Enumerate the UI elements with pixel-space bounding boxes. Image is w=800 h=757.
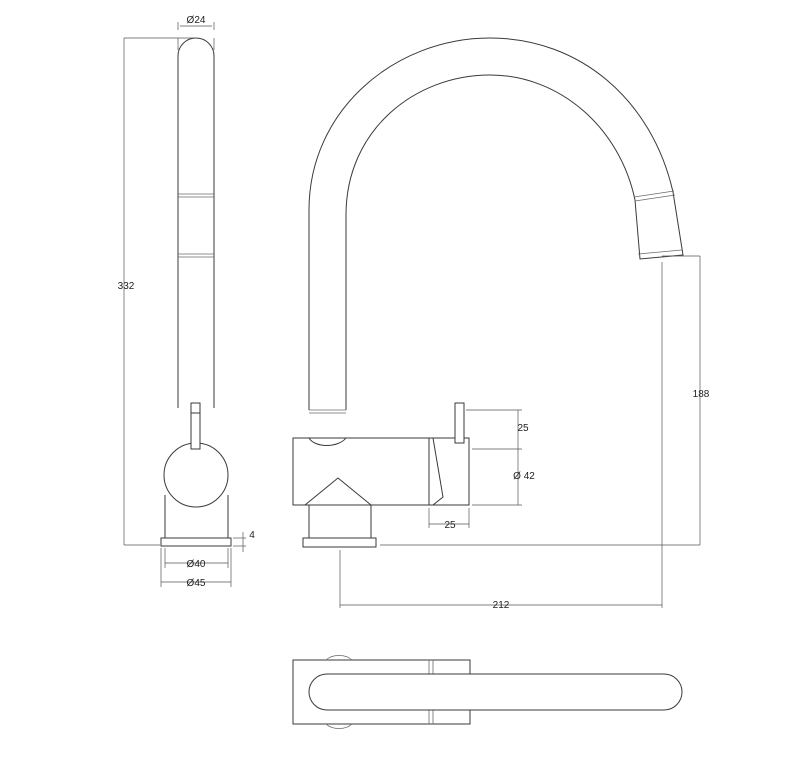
dim-lever-height: 25	[517, 423, 529, 434]
side-view: Ø24 332 4 Ø40 Ø45	[118, 15, 256, 589]
front-lever-rod	[454, 402, 465, 444]
front-gooseneck	[308, 37, 684, 410]
dim-body-diameter: Ø 42	[513, 471, 535, 482]
front-view: 25 Ø 42 25 188 212	[292, 37, 710, 611]
front-body	[292, 437, 430, 506]
side-spout-tube	[177, 37, 215, 408]
dim-base-outer-diameter: Ø45	[187, 578, 206, 589]
dim-base-inner-diameter: Ø40	[187, 559, 206, 570]
top-spout-outline	[308, 673, 683, 711]
dim-outlet-height: 188	[693, 389, 710, 400]
dim-spout-diameter: Ø24	[187, 15, 206, 26]
front-base-plate	[302, 537, 377, 548]
dim-lever-offset: 25	[444, 520, 456, 531]
front-lever-cylinder	[428, 437, 470, 506]
top-body-outline	[292, 659, 471, 725]
dim-total-height: 332	[118, 281, 135, 292]
dim-spout-reach: 212	[493, 600, 510, 611]
side-body-circle	[163, 442, 229, 508]
dim-base-height: 4	[249, 530, 255, 541]
top-view	[292, 655, 683, 729]
side-base-plate	[160, 537, 232, 547]
